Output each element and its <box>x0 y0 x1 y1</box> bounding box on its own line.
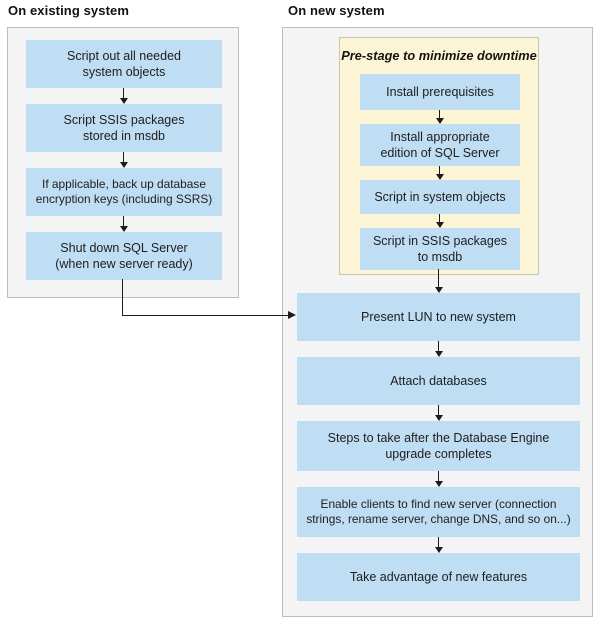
down-arrow <box>434 269 443 293</box>
prestage-group: Pre-stage to minimize downtime Install p… <box>339 37 539 275</box>
step-label: Attach databases <box>390 373 487 388</box>
arrow-head-icon <box>434 351 443 357</box>
step-box-enable-clients: Enable clients to find new server (conne… <box>297 487 580 537</box>
step-box-script-ssis-packages: Script SSIS packages stored in msdb <box>26 104 222 152</box>
step-label: Script out all needed system objects <box>67 48 181 79</box>
down-arrow <box>434 471 443 487</box>
arrow-head-icon <box>434 481 443 487</box>
arrow-head-icon <box>434 287 443 293</box>
down-arrow <box>119 88 128 104</box>
new-system-header: On new system <box>288 3 385 18</box>
step-label: Install prerequisites <box>386 84 494 99</box>
step-box-script-out-system-objects: Script out all needed system objects <box>26 40 222 88</box>
down-arrow <box>435 166 444 180</box>
step-box-install-sql-server-edition: Install appropriate edition of SQL Serve… <box>360 124 520 166</box>
down-arrow <box>434 341 443 357</box>
step-label: Take advantage of new features <box>349 569 528 584</box>
step-box-backup-encryption-keys: If applicable, back up database encrypti… <box>26 168 222 216</box>
new-system-panel: Pre-stage to minimize downtime Install p… <box>282 27 593 617</box>
arrow-line <box>122 88 125 99</box>
step-box-install-prerequisites: Install prerequisites <box>360 74 520 110</box>
step-box-take-advantage: Take advantage of new features <box>297 553 580 601</box>
step-label: Enable clients to find new server (conne… <box>306 496 571 526</box>
step-label: Steps to take after the Database Engine … <box>327 430 550 461</box>
step-label: Script SSIS packages stored in msdb <box>63 112 185 143</box>
step-label: Script in system objects <box>374 189 506 204</box>
step-box-attach-databases: Attach databases <box>297 357 580 405</box>
arrow-line <box>122 152 125 163</box>
step-box-present-lun: Present LUN to new system <box>297 293 580 341</box>
down-arrow <box>435 110 444 124</box>
down-arrow <box>119 152 128 168</box>
step-label: Shut down SQL Server (when new server re… <box>55 240 193 271</box>
step-label: Present LUN to new system <box>361 309 516 324</box>
down-arrow <box>434 537 443 553</box>
step-box-script-in-ssis-packages: Script in SSIS packages to msdb <box>360 228 520 270</box>
arrow-line <box>438 110 441 119</box>
arrow-head-icon <box>119 162 128 168</box>
arrow-head-icon <box>434 547 443 553</box>
arrow-line <box>437 405 440 416</box>
arrow-line <box>438 166 441 175</box>
step-label: Install appropriate edition of SQL Serve… <box>380 129 500 160</box>
arrow-head-icon <box>119 98 128 104</box>
step-box-script-in-system-objects: Script in system objects <box>360 180 520 214</box>
existing-system-header: On existing system <box>8 3 130 18</box>
step-box-post-upgrade-steps: Steps to take after the Database Engine … <box>297 421 580 471</box>
arrow-head-icon <box>435 118 444 124</box>
existing-system-panel: Script out all needed system objects Scr… <box>7 27 239 298</box>
connector-vertical-line <box>122 279 124 316</box>
connector-arrow-head-icon <box>288 311 296 319</box>
prestage-title: Pre-stage to minimize downtime <box>341 48 537 63</box>
arrow-line <box>437 341 440 352</box>
arrow-head-icon <box>434 415 443 421</box>
step-box-shut-down-sql-server: Shut down SQL Server (when new server re… <box>26 232 222 280</box>
arrow-line <box>437 537 440 548</box>
down-arrow <box>119 216 128 232</box>
arrow-line <box>437 269 440 288</box>
down-arrow <box>434 405 443 421</box>
connector-horizontal-line <box>122 315 289 317</box>
arrow-head-icon <box>435 174 444 180</box>
arrow-line <box>122 216 125 227</box>
step-label: If applicable, back up database encrypti… <box>35 176 213 206</box>
arrow-head-icon <box>435 222 444 228</box>
arrow-head-icon <box>119 226 128 232</box>
arrow-line <box>438 214 441 223</box>
down-arrow <box>435 214 444 228</box>
arrow-line <box>437 471 440 482</box>
step-label: Script in SSIS packages to msdb <box>372 233 508 264</box>
